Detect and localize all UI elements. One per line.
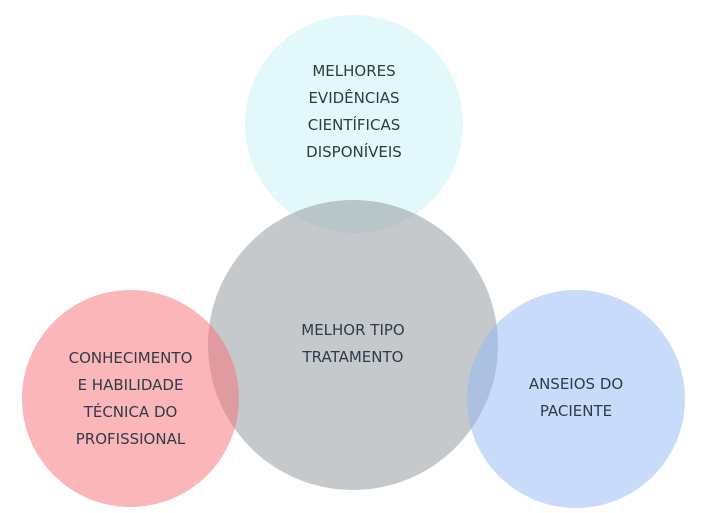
- label-line: EVIDÊNCIAS: [308, 89, 400, 107]
- label-line: CONHECIMENTO: [68, 349, 193, 367]
- label-line: ANSEIOS DO: [528, 375, 624, 393]
- circle-professional-skill: [22, 290, 239, 507]
- circle-patient-wishes: [467, 290, 685, 508]
- label-line: DISPONÍVEIS: [306, 143, 402, 161]
- label-line: TÉCNICA DO: [83, 403, 178, 421]
- label-scientific-evidence: MELHORES EVIDÊNCIAS CIENTÍFICAS DISPONÍV…: [245, 58, 463, 166]
- label-line: MELHOR TIPO: [301, 321, 405, 339]
- label-line: TRATAMENTO: [302, 348, 404, 366]
- label-line: MELHORES: [312, 62, 396, 80]
- label-professional-skill: CONHECIMENTO E HABILIDADE TÉCNICA DO PRO…: [22, 345, 239, 453]
- circle-best-treatment: [208, 200, 498, 490]
- label-line: CIENTÍFICAS: [307, 116, 401, 134]
- label-line: E HABILIDADE: [77, 376, 184, 394]
- label-line: PROFISSIONAL: [75, 430, 186, 448]
- label-best-treatment: MELHOR TIPO TRATAMENTO: [208, 317, 498, 371]
- label-line: PACIENTE: [539, 402, 613, 420]
- circle-scientific-evidence: [245, 15, 463, 233]
- label-patient-wishes: ANSEIOS DO PACIENTE: [467, 371, 685, 425]
